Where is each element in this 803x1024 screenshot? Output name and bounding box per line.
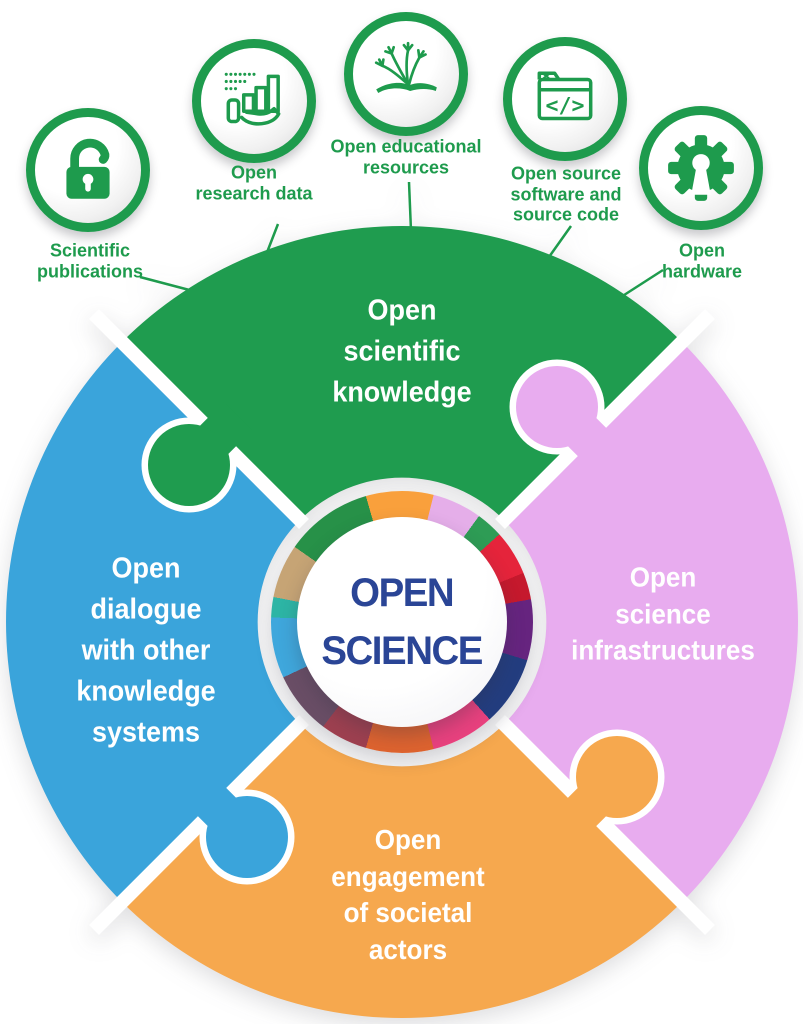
satellite-label-scientific-publications: Scientific publications	[36, 240, 144, 282]
puzzle-gap-top-right	[495, 309, 715, 529]
label-open-scientific-knowledge: Open scientific knowledge	[332, 294, 472, 409]
puzzle-knob-green	[148, 424, 230, 506]
puzzle-knobs	[141, 359, 665, 885]
connector-line-hardware	[620, 268, 664, 299]
puzzle-gap-bottom-left	[89, 715, 309, 935]
puzzle-knob-pink	[516, 366, 598, 448]
open-book-icon	[374, 41, 437, 94]
badge-open-hardware	[639, 106, 763, 230]
satellite-label-open-research-data: Open research data	[195, 162, 313, 204]
badge-open-educational-resources	[344, 12, 468, 136]
badge-open-research-data	[192, 39, 316, 163]
open-padlock-icon	[66, 138, 110, 199]
satellite-label-open-source-software: Open source software and source code	[510, 163, 622, 225]
connector-line-source-code	[547, 225, 573, 258]
badge-scientific-publications	[26, 108, 150, 232]
hand-chart-icon	[224, 72, 281, 126]
code-window-icon: </>	[537, 71, 593, 121]
hub-title-line1: OPEN	[350, 571, 455, 615]
code-glyph: </>	[546, 93, 585, 118]
hub-title-line2: SCIENCE	[321, 629, 484, 673]
satellite-label-open-hardware: Open hardware	[661, 240, 743, 282]
puzzle-gap-bottom-right	[495, 715, 715, 935]
satellite-label-open-educational-resources: Open educational resources	[330, 136, 482, 178]
label-open-dialogue: Open dialogue with other knowledge syste…	[76, 552, 216, 749]
gear-icon	[668, 135, 734, 201]
puzzle-knob-orange	[576, 736, 658, 818]
label-open-science-infrastructures: Open science infrastructures	[571, 561, 755, 666]
connector-line-educational	[407, 181, 413, 232]
label-open-engagement: Open engagement of societal actors	[331, 824, 485, 965]
puzzle-knob-blue	[206, 796, 288, 878]
badge-open-source-software: </>	[503, 37, 627, 161]
open-science-hub: OPEN SCIENCE	[297, 517, 507, 727]
